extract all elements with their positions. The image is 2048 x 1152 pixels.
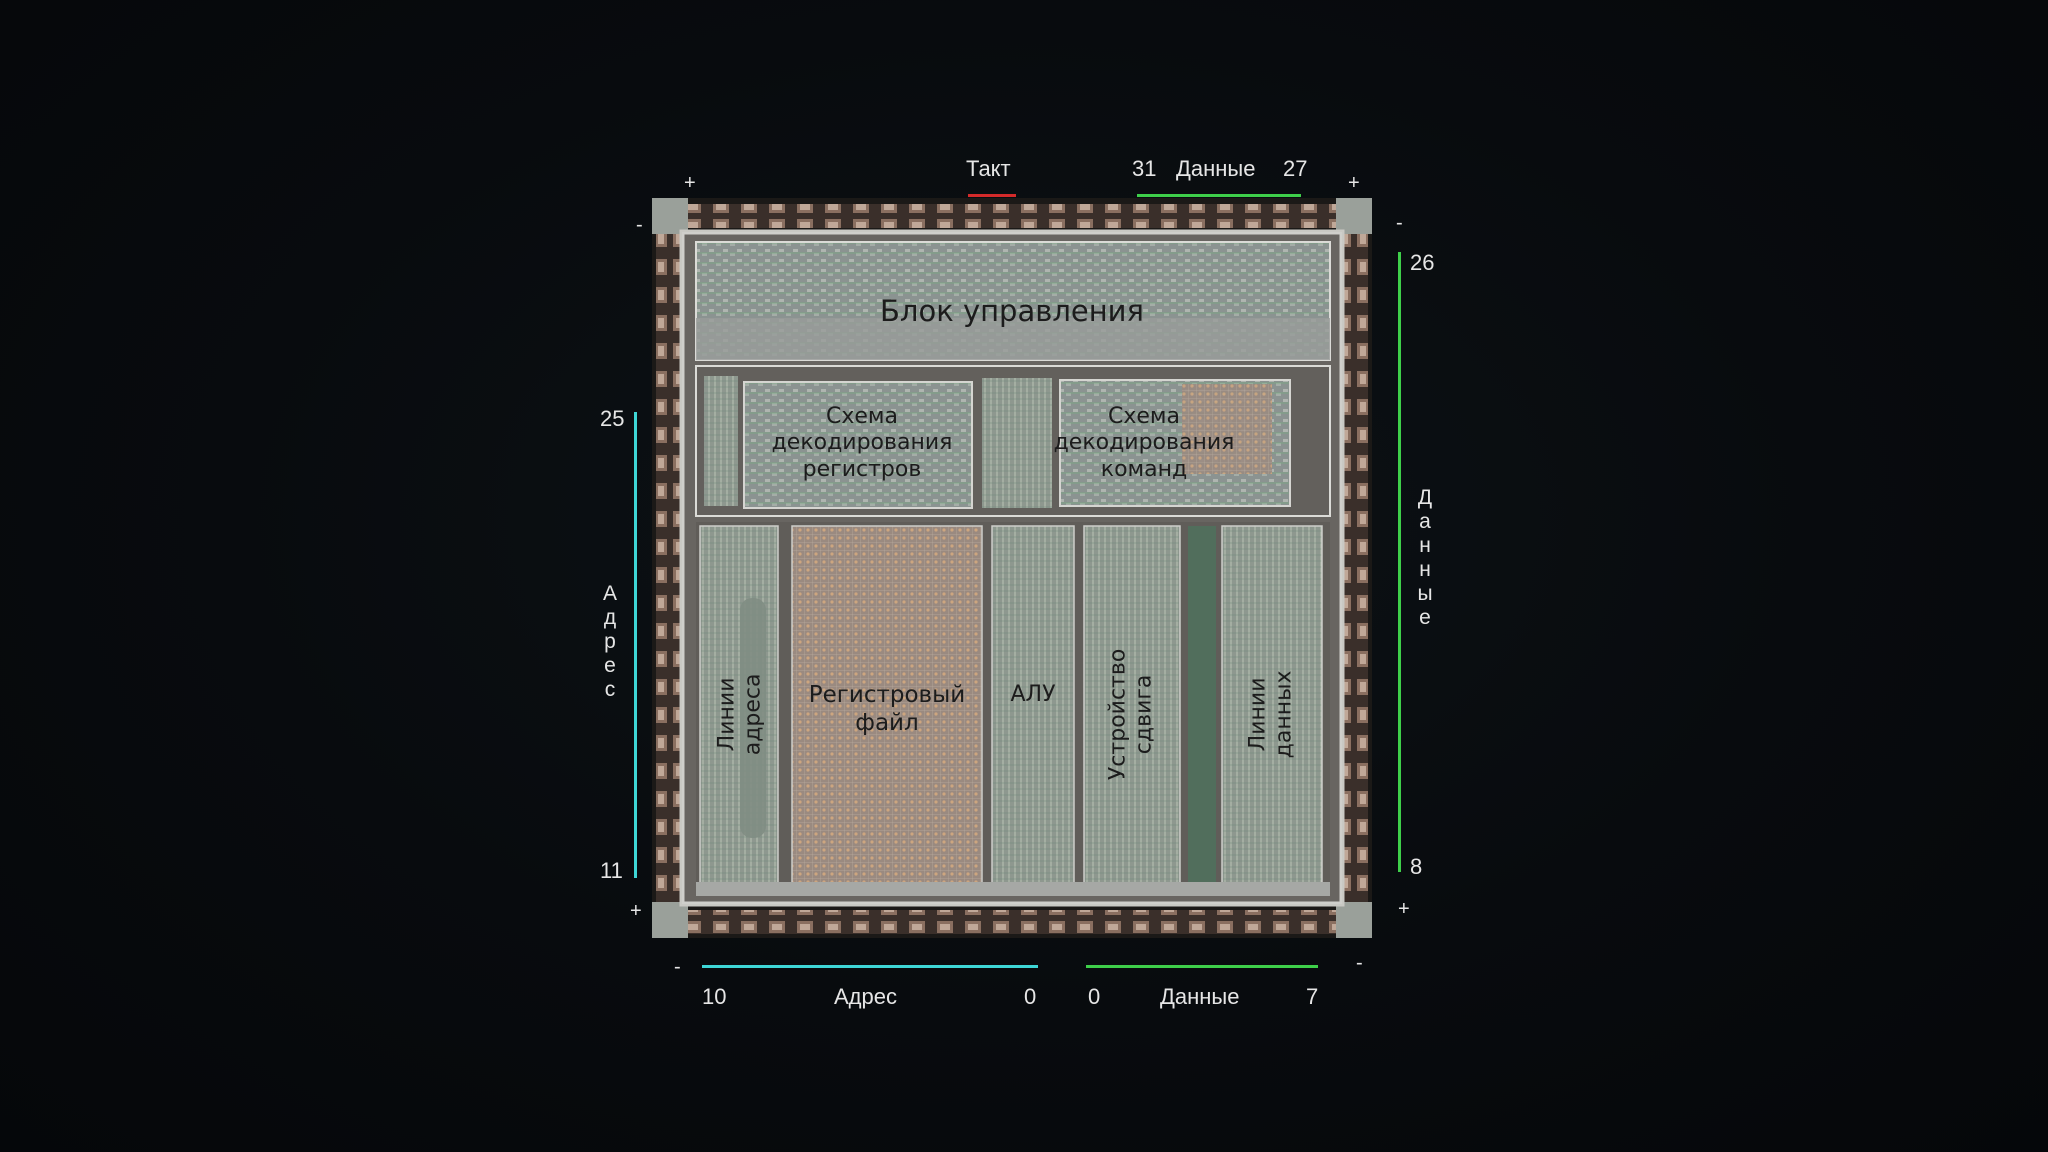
bottom-data-line (1086, 965, 1318, 968)
shifter-line-1: Устройство (1105, 648, 1131, 781)
register-decoder-line-2: декодирования (771, 430, 953, 456)
bottom-addr-label: Адрес (834, 984, 897, 1009)
top-data-hi: 31 (1132, 156, 1157, 181)
shifter-line-2: сдвига (1132, 674, 1157, 755)
register-file-line-1: Регистровый (808, 682, 966, 708)
top-left-minus: - (636, 214, 643, 236)
instruction-decoder-line-2: декодирования (1053, 430, 1235, 456)
right-data-letter: н (1419, 558, 1431, 581)
bottom-data-left: 0 (1088, 984, 1101, 1009)
top-right-plus: + (1348, 172, 1360, 194)
address-lines-line-1: Линии (714, 677, 740, 752)
top-right-minus: - (1396, 212, 1403, 234)
register-file-label: Регистровый файл (792, 682, 982, 737)
bottom-right-minus: - (1356, 952, 1363, 974)
data-lines-line-2: данных (1272, 670, 1297, 759)
right-data-letter: ы (1417, 582, 1433, 605)
instruction-decoder-line-1: Схема (1108, 404, 1180, 429)
data-lines-line-1: Линии (1245, 677, 1271, 752)
left-addr-bottom: 11 (600, 858, 623, 883)
right-data-bottom: 8 (1410, 854, 1423, 879)
address-lines-line-2: адреса (741, 673, 766, 756)
chip-die: Блок управления Схема декодирования реги… (652, 198, 1372, 938)
register-decoder-line-1: Схема (826, 404, 898, 429)
shifter-label: Устройство сдвига (1106, 639, 1159, 789)
left-addr-letter: д (603, 606, 617, 629)
left-addr-top: 25 (600, 406, 625, 431)
register-decoder-label: Схема декодирования регистров (762, 404, 962, 483)
left-addr-line (634, 412, 637, 878)
left-addr-letter: А (602, 582, 617, 605)
right-data-line (1398, 252, 1401, 872)
instruction-decoder-label: Схема декодирования команд (1044, 404, 1244, 483)
right-data-top: 26 (1410, 250, 1435, 275)
instruction-decoder-line-3: команд (1100, 456, 1188, 482)
right-data-letters: Д а н н ы е (1413, 486, 1437, 630)
chip-die-drawing (652, 198, 1372, 938)
bottom-left-plus: + (630, 900, 642, 922)
register-file-line-2: файл (855, 709, 919, 736)
right-data-letter: е (1419, 606, 1431, 629)
clock-label: Такт (966, 156, 1011, 181)
top-left-plus: + (684, 172, 696, 194)
bottom-addr-line (702, 965, 1038, 968)
left-addr-letters: А д р е с (598, 582, 622, 702)
top-data-label: Данные (1176, 156, 1256, 181)
left-addr-letter: р (604, 630, 616, 653)
control-unit-label: Блок управления (880, 294, 1144, 328)
left-addr-letter: е (604, 654, 616, 677)
bottom-left-minus: - (674, 956, 681, 978)
right-data-letter: н (1419, 534, 1431, 557)
bottom-addr-left: 10 (702, 984, 727, 1009)
data-lines-label: Линии данных (1246, 639, 1299, 789)
bottom-data-right: 7 (1306, 984, 1319, 1009)
left-addr-letter: с (604, 678, 616, 701)
address-lines-label: Линии адреса (715, 639, 768, 789)
bottom-right-plus: + (1398, 898, 1410, 920)
bottom-addr-right: 0 (1024, 984, 1037, 1009)
right-data-letter: а (1419, 510, 1431, 533)
register-decoder-line-3: регистров (802, 456, 922, 482)
alu-label: АЛУ (1010, 682, 1056, 707)
top-data-line (1137, 194, 1301, 197)
right-data-letter: Д (1417, 486, 1433, 509)
bottom-data-label: Данные (1160, 984, 1240, 1009)
top-data-lo: 27 (1283, 156, 1308, 181)
clock-line (968, 194, 1016, 197)
